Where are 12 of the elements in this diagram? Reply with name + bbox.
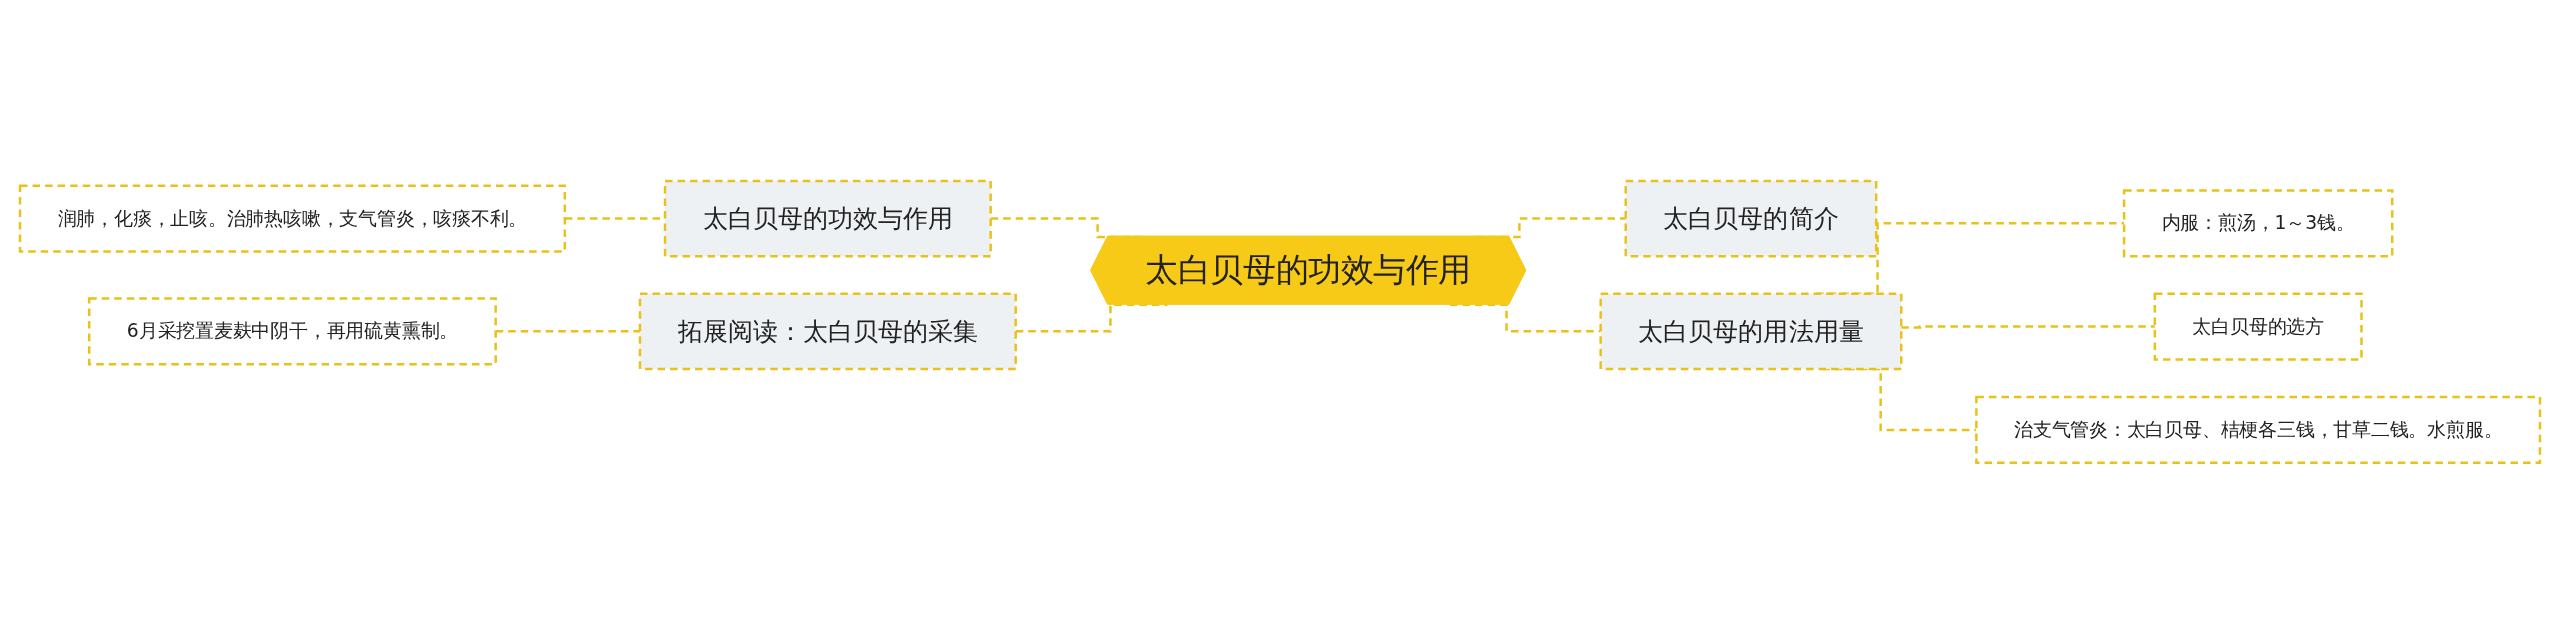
node-box: 润肺，化痰，止咳。治肺热咳嗽，支气管炎，咳痰不利。 — [18, 184, 567, 253]
node-box: 拓展阅读：太白贝母的采集 — [638, 292, 1017, 370]
connector — [1901, 324, 2155, 329]
node-box: 内服：煎汤，1～3钱。 — [2122, 188, 2394, 257]
connector — [1015, 303, 1168, 333]
node-box: 治支气管炎：太白贝母、桔梗各三钱，甘草二钱。水煎服。 — [1975, 395, 2542, 464]
node-box: 太白贝母的选方 — [2153, 292, 2363, 361]
connector — [495, 329, 640, 333]
node-box: 太白贝母的用法用量 — [1599, 292, 1903, 370]
node-box: 太白贝母的简介 — [1624, 179, 1878, 257]
node-box: 6月采挖置麦麸中阴干，再用硫黄熏制。 — [87, 296, 497, 365]
node-box: 太白贝母的功效与作用 — [663, 179, 992, 257]
